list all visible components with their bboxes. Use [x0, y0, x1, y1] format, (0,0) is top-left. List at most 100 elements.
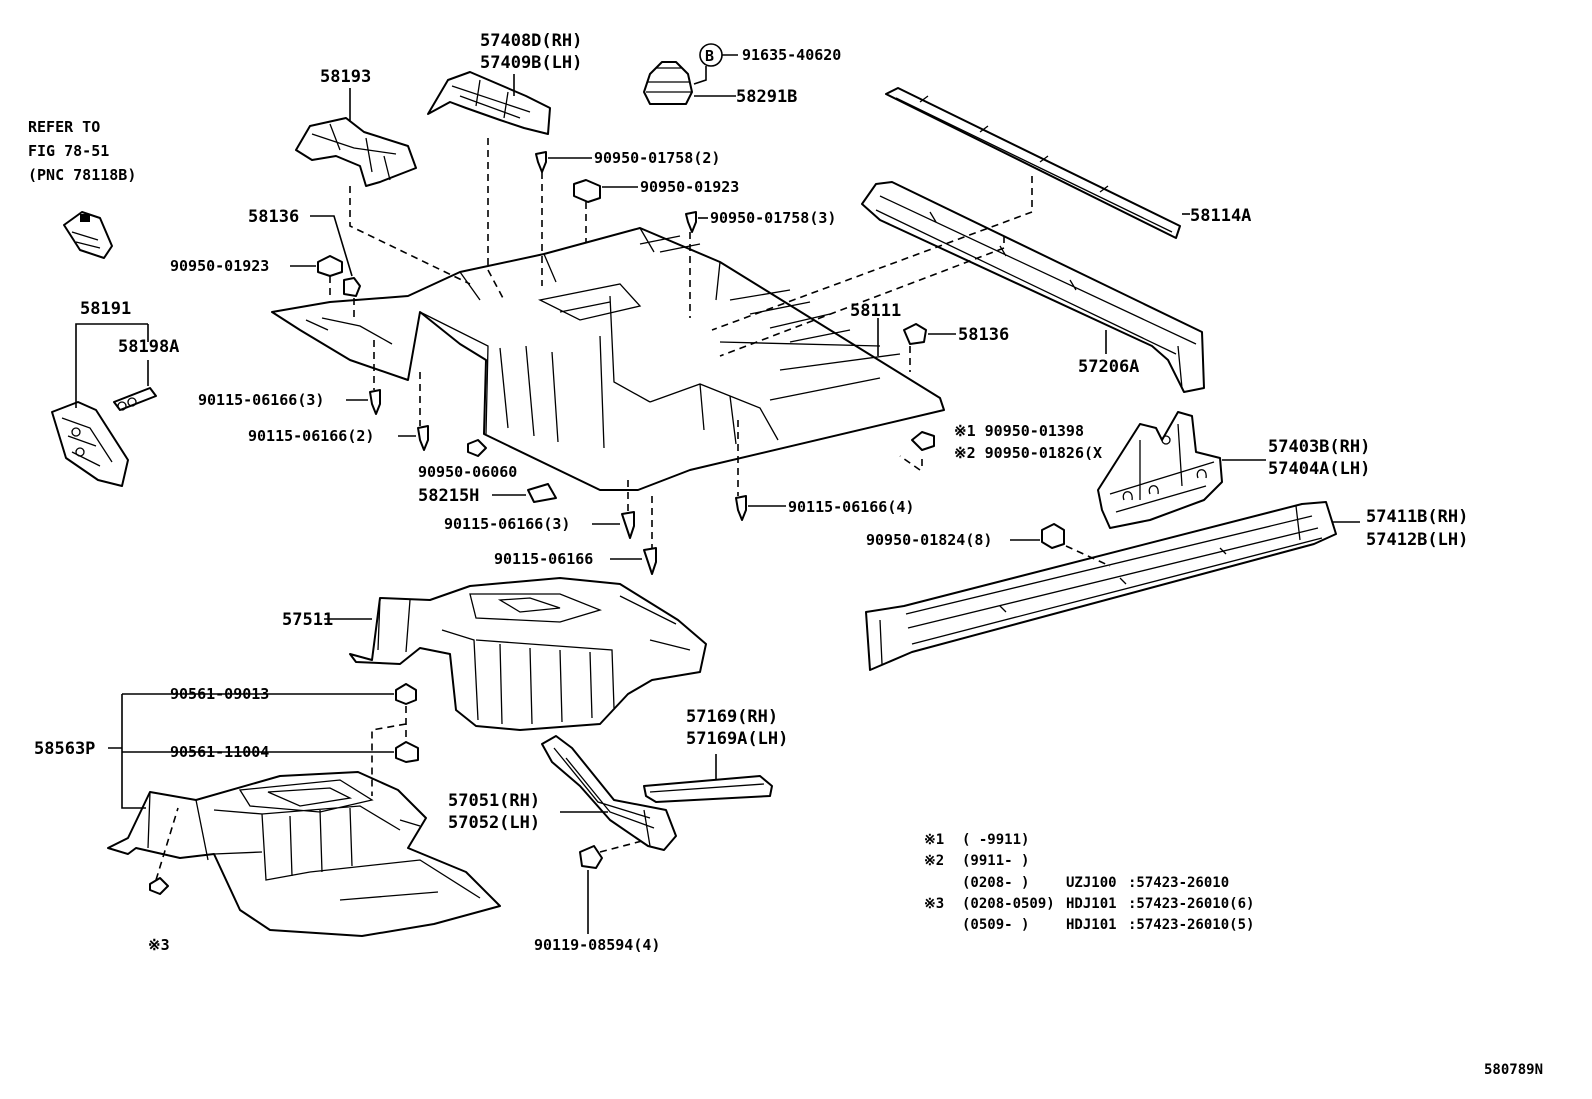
plug-58136-left — [343, 277, 361, 297]
nut-58215h — [527, 483, 557, 503]
label-57169a: 57169A(LH) — [686, 729, 788, 749]
note-5-part: :57423-26010(5) — [1128, 917, 1254, 933]
label-57052: 57052(LH) — [448, 813, 540, 833]
grommet-90561-09013 — [395, 683, 417, 705]
label-90950-06060: 90950-06060 — [418, 463, 517, 481]
label-90119-08594: 90119-08594(4) — [534, 936, 660, 954]
label-90115-06166-4: 90115-06166(4) — [788, 498, 914, 516]
note-5-model: HDJ101 — [1066, 917, 1117, 933]
brace-57403b-part — [1097, 411, 1223, 529]
label-57169: 57169(RH) — [686, 707, 778, 727]
label-90950-01826: ※2 90950-01826(X — [954, 444, 1102, 462]
label-58136-a: 58136 — [248, 207, 299, 227]
circle-b-letter: B — [705, 47, 714, 65]
refer-note-line-1: REFER TO — [28, 118, 100, 136]
crossmember-57206a-part — [861, 181, 1205, 393]
label-58191: 58191 — [80, 299, 131, 319]
label-57404a: 57404A(LH) — [1268, 459, 1370, 479]
notes-block: ※1 ( -9911) ※2 (9911- ) (0208- ) UZJ100 … — [924, 832, 1254, 933]
label-57411b: 57411B(RH) — [1366, 507, 1468, 527]
label-58215h: 58215H — [418, 486, 479, 506]
label-90115-06166-3b: 90115-06166(3) — [444, 515, 570, 533]
label-90561-11004: 90561-11004 — [170, 743, 269, 761]
label-57511: 57511 — [282, 610, 333, 630]
note-1-mark: ※1 — [924, 832, 944, 848]
label-90950-01923-a: 90950-01923 — [640, 178, 739, 196]
label-58291b: 58291B — [736, 87, 797, 107]
label-57403b: 57403B(RH) — [1268, 437, 1370, 457]
note-row-1: ※1 ( -9911) — [924, 832, 1029, 848]
screw-90115-06166-2 — [417, 425, 429, 451]
screw-90115-06166-4 — [735, 495, 747, 521]
note-2-range: (9911- ) — [962, 853, 1029, 869]
screw-90115-06166-single — [643, 547, 657, 575]
plug-90950-01923-top — [573, 179, 601, 203]
label-57408d: 57408D(RH) — [480, 31, 582, 51]
rear-pan-58563p-part — [107, 771, 501, 937]
label-90115-06166-single: 90115-06166 — [494, 550, 593, 568]
label-90950-01398: ※1 90950-01398 — [954, 422, 1084, 440]
label-90950-01923-b: 90950-01923 — [170, 257, 269, 275]
note-1-range: ( -9911) — [962, 832, 1029, 848]
note-4-mark: ※3 — [924, 896, 944, 912]
bolt-90950-01758-top — [535, 151, 547, 173]
plug-90950-01923-left — [317, 255, 343, 277]
refer-note-line-2: FIG 78-51 — [28, 142, 109, 160]
bracket-78118b-part — [63, 211, 113, 259]
grommet-90561-11004 — [395, 741, 419, 763]
note-3-range: (0208- ) — [962, 875, 1029, 891]
note-4-part: :57423-26010(6) — [1128, 896, 1254, 912]
refer-note-line-3: (PNC 78118B) — [28, 166, 136, 184]
label-90115-06166-3a: 90115-06166(3) — [198, 391, 324, 409]
label-91635-40620: 91635-40620 — [742, 46, 841, 64]
label-58111: 58111 — [850, 301, 901, 321]
bracket-58191-part — [51, 387, 157, 487]
screw-90115-06166-3a — [369, 389, 381, 415]
label-90950-01824: 90950-01824(8) — [866, 531, 992, 549]
label-mark-3: ※3 — [148, 936, 170, 954]
label-90950-01758-2: 90950-01758(2) — [594, 149, 720, 167]
diagram-id: 580789N — [1484, 1062, 1543, 1078]
assembly-lines — [155, 138, 1111, 881]
refer-note: REFER TO FIG 78-51 (PNC 78118B) — [28, 118, 136, 184]
member-57408d-part — [427, 71, 551, 135]
bolt-mark-3 — [149, 877, 169, 895]
note-row-2: ※2 (9911- ) — [924, 853, 1029, 869]
plug-90950-01824 — [1041, 523, 1065, 549]
note-row-3: (0208- ) UZJ100 :57423-26010 — [962, 875, 1229, 891]
bolt-90119-08594 — [579, 845, 603, 869]
reinforcement-57169-part — [643, 775, 773, 803]
label-58193: 58193 — [320, 67, 371, 87]
note-2-mark: ※2 — [924, 853, 944, 869]
label-57412b: 57412B(LH) — [1366, 530, 1468, 550]
note-row-4: ※3 (0208-0509) HDJ101 :57423-26010(6) — [924, 896, 1254, 912]
rocker-57411b-part — [865, 501, 1337, 671]
label-58114a: 58114A — [1190, 206, 1251, 226]
plug-90950-01398 — [911, 431, 935, 451]
clip-90950-06060 — [467, 439, 487, 457]
label-90950-01758-3: 90950-01758(3) — [710, 209, 836, 227]
note-row-5: (0509- ) HDJ101 :57423-26010(5) — [962, 917, 1254, 933]
plug-58136-right — [903, 323, 927, 345]
boot-58291b-part — [643, 61, 693, 105]
label-57051: 57051(RH) — [448, 791, 540, 811]
label-57206a: 57206A — [1078, 357, 1139, 377]
note-3-part: :57423-26010 — [1128, 875, 1229, 891]
rail-58114a-part — [885, 87, 1181, 239]
tunnel-pan-57511-part — [349, 577, 707, 731]
note-3-model: UZJ100 — [1066, 875, 1117, 891]
bracket-57051-part — [541, 735, 677, 851]
label-90561-09013: 90561-09013 — [170, 685, 269, 703]
label-58198a: 58198A — [118, 337, 179, 357]
label-90115-06166-2: 90115-06166(2) — [248, 427, 374, 445]
screw-90115-06166-3b — [621, 511, 635, 539]
note-4-model: HDJ101 — [1066, 896, 1117, 912]
label-58563p: 58563P — [34, 739, 95, 759]
label-58136-b: 58136 — [958, 325, 1009, 345]
bracket-58193-part — [295, 117, 417, 187]
note-4-range: (0208-0509) — [962, 896, 1055, 912]
floor-pan-58111-part — [271, 227, 945, 491]
label-57409b: 57409B(LH) — [480, 53, 582, 73]
bolt-90950-01758-mid — [685, 211, 697, 233]
